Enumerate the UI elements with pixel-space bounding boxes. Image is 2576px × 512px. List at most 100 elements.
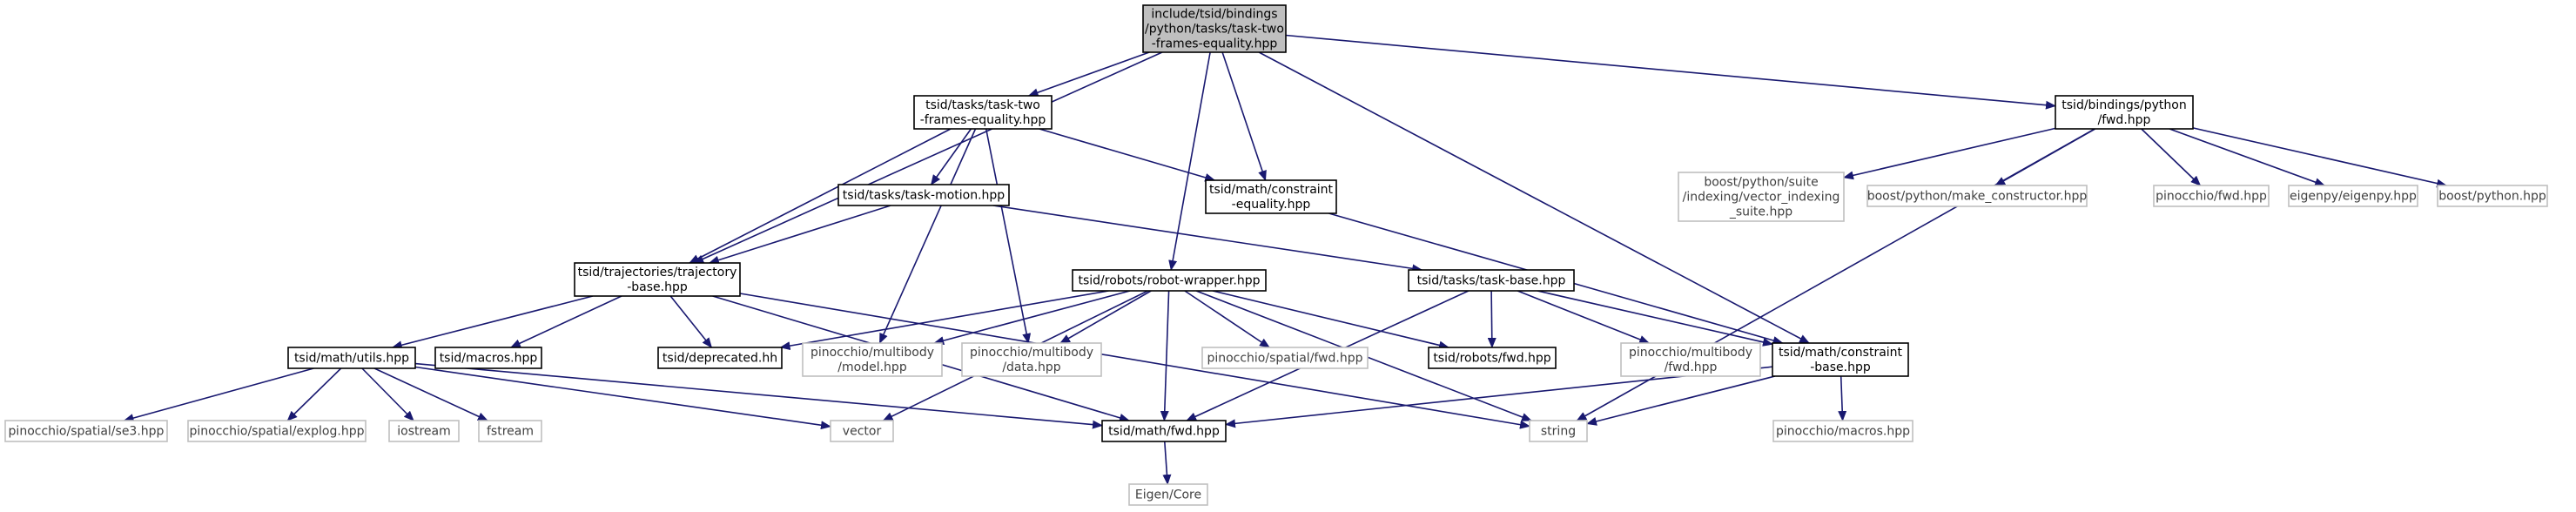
node-label-line: tsid/tasks/task-motion.hpp — [843, 189, 1006, 203]
node-label-line: pinocchio/spatial/se3.hpp — [9, 425, 165, 439]
node-task_two_frames[interactable]: tsid/tasks/task-two-frames-equality.hpp — [913, 95, 1053, 130]
node-box — [434, 347, 542, 369]
node-box — [961, 342, 1102, 377]
edge-math_fwd-to-eigen_core — [1162, 441, 1172, 485]
node-deprecated[interactable]: tsid/deprecated.hh — [657, 347, 783, 369]
node-box — [478, 420, 542, 442]
edge-math_utils-to-pin_explog — [286, 367, 342, 421]
edge-root-to-constraint_base — [1258, 51, 1810, 344]
node-pin_mb_fwd: pinocchio/multibody/fwd.hpp — [1620, 342, 1761, 377]
node-label-line: boost/python.hpp — [2438, 190, 2546, 204]
node-label-line: _suite.hpp — [1729, 205, 1792, 219]
node-box — [187, 420, 367, 442]
edge-traj_base-to-macros — [509, 295, 622, 348]
node-box — [4, 420, 168, 442]
node-label-line: tsid/math/constraint — [1779, 346, 1903, 360]
node-boost_make_ctor: boost/python/make_constructor.hpp — [1866, 185, 2088, 207]
node-box — [1205, 179, 1337, 214]
node-bindings_fwd[interactable]: tsid/bindings/python/fwd.hpp — [2055, 95, 2194, 130]
node-label-line: tsid/math/fwd.hpp — [1108, 425, 1220, 439]
node-label-line: tsid/macros.hpp — [440, 352, 538, 366]
node-box — [1620, 342, 1761, 377]
node-label-line: /indexing/vector_indexing — [1683, 191, 1840, 205]
node-boost_python: boost/python.hpp — [2437, 185, 2548, 207]
node-label-line: -frames-equality.hpp — [920, 113, 1046, 127]
node-traj_base[interactable]: tsid/trajectories/trajectory-base.hpp — [574, 262, 741, 297]
node-box — [1772, 342, 1909, 377]
edge-robot_wrapper-to-math_fwd — [1160, 290, 1170, 421]
node-box — [1678, 172, 1845, 222]
edge-robot_wrapper-to-deprecated — [779, 290, 1109, 351]
node-label-line: fstream — [487, 425, 534, 439]
node-box — [2153, 185, 2270, 207]
node-label-line: /fwd.hpp — [2098, 113, 2151, 127]
node-task_motion[interactable]: tsid/tasks/task-motion.hpp — [837, 184, 1010, 206]
node-box — [802, 342, 943, 377]
node-box — [1408, 269, 1575, 292]
node-task_base[interactable]: tsid/tasks/task-base.hpp — [1408, 269, 1575, 292]
node-label-line: pinocchio/fwd.hpp — [2156, 190, 2267, 204]
node-label-line: pinocchio/spatial/explog.hpp — [190, 425, 365, 439]
edge-robot_wrapper-to-robots_fwd — [1212, 290, 1449, 350]
node-math_fwd[interactable]: tsid/math/fwd.hpp — [1101, 420, 1227, 442]
node-string: string — [1529, 420, 1588, 442]
edge-root-to-task_two_frames — [1027, 51, 1150, 97]
edge-task_base-to-constraint_base — [1537, 290, 1773, 347]
node-label-line: tsid/tasks/task-two — [925, 98, 1040, 112]
node-label-line: tsid/math/constraint — [1209, 183, 1334, 197]
edge-bindings_fwd-to-boost_python — [2192, 127, 2448, 188]
node-label-line: tsid/deprecated.hh — [662, 352, 777, 366]
node-pin_model: pinocchio/multibody/model.hpp — [802, 342, 943, 377]
edge-task_two_frames-to-traj_base — [689, 128, 952, 264]
node-box — [388, 420, 460, 442]
node-vector: vector — [830, 420, 894, 442]
node-eigen_core: Eigen/Core — [1128, 483, 1208, 506]
node-label-line: pinocchio/multibody — [810, 346, 934, 360]
node-pin_macros: pinocchio/macros.hpp — [1772, 420, 1914, 442]
node-label-line: /python/tasks/task-two — [1145, 23, 1284, 37]
node-label-line: -base.hpp — [627, 280, 688, 294]
node-label-line: tsid/robots/robot-wrapper.hpp — [1079, 274, 1261, 288]
edge-root-to-bindings_fwd — [1285, 34, 2056, 110]
node-label-line: /data.hpp — [1002, 360, 1060, 374]
node-label-line: boost/python/suite — [1704, 176, 1818, 190]
node-label-line: /fwd.hpp — [1665, 360, 1718, 374]
node-fstream: fstream — [478, 420, 542, 442]
node-robot_wrapper[interactable]: tsid/robots/robot-wrapper.hpp — [1072, 269, 1267, 292]
node-macros[interactable]: tsid/macros.hpp — [434, 347, 542, 369]
edge-math_utils-to-vector — [414, 366, 831, 430]
node-box — [1866, 185, 2088, 207]
edge-task_two_frames-to-constraint_eq — [1039, 128, 1216, 182]
nodes-layer: include/tsid/bindings/python/tasks/task-… — [4, 4, 2548, 506]
edge-robot_wrapper-to-pin_data — [1059, 290, 1152, 344]
edge-traj_base-to-deprecated — [669, 295, 713, 348]
edge-task_two_frames-to-pin_data — [985, 128, 1032, 344]
node-label-line: -base.hpp — [1810, 360, 1871, 374]
node-eigenpy: eigenpy/eigenpy.hpp — [2288, 185, 2418, 207]
node-root[interactable]: include/tsid/bindings/python/tasks/task-… — [1142, 4, 1287, 53]
node-box — [287, 347, 416, 369]
node-constraint_base[interactable]: tsid/math/constraint-base.hpp — [1772, 342, 1909, 377]
node-label-line: pinocchio/multibody — [1629, 346, 1752, 360]
node-box — [2055, 95, 2194, 130]
node-pin_fwd: pinocchio/fwd.hpp — [2153, 185, 2270, 207]
edge-task_motion-to-traj_base — [708, 205, 891, 265]
edge-math_utils-to-fstream — [373, 367, 488, 421]
edge-robot_wrapper-to-pin_model — [933, 290, 1131, 345]
node-label-line: eigenpy/eigenpy.hpp — [2290, 190, 2417, 204]
edge-constraint_base-to-string — [1586, 375, 1776, 426]
node-box — [1428, 347, 1557, 369]
node-pin_data: pinocchio/multibody/data.hpp — [961, 342, 1102, 377]
node-boost_vec_index: boost/python/suite/indexing/vector_index… — [1678, 172, 1845, 222]
node-robots_fwd[interactable]: tsid/robots/fwd.hpp — [1428, 347, 1557, 369]
node-box — [1529, 420, 1588, 442]
node-label-line: iostream — [397, 425, 451, 439]
node-box — [1128, 483, 1208, 506]
edge-root-to-constraint_eq — [1221, 51, 1267, 181]
node-math_utils[interactable]: tsid/math/utils.hpp — [287, 347, 416, 369]
node-box — [2437, 185, 2548, 207]
node-constraint_eq[interactable]: tsid/math/constraint-equality.hpp — [1205, 179, 1337, 214]
edge-math_utils-to-iostream — [361, 367, 414, 421]
edge-traj_base-to-math_utils — [391, 295, 594, 350]
